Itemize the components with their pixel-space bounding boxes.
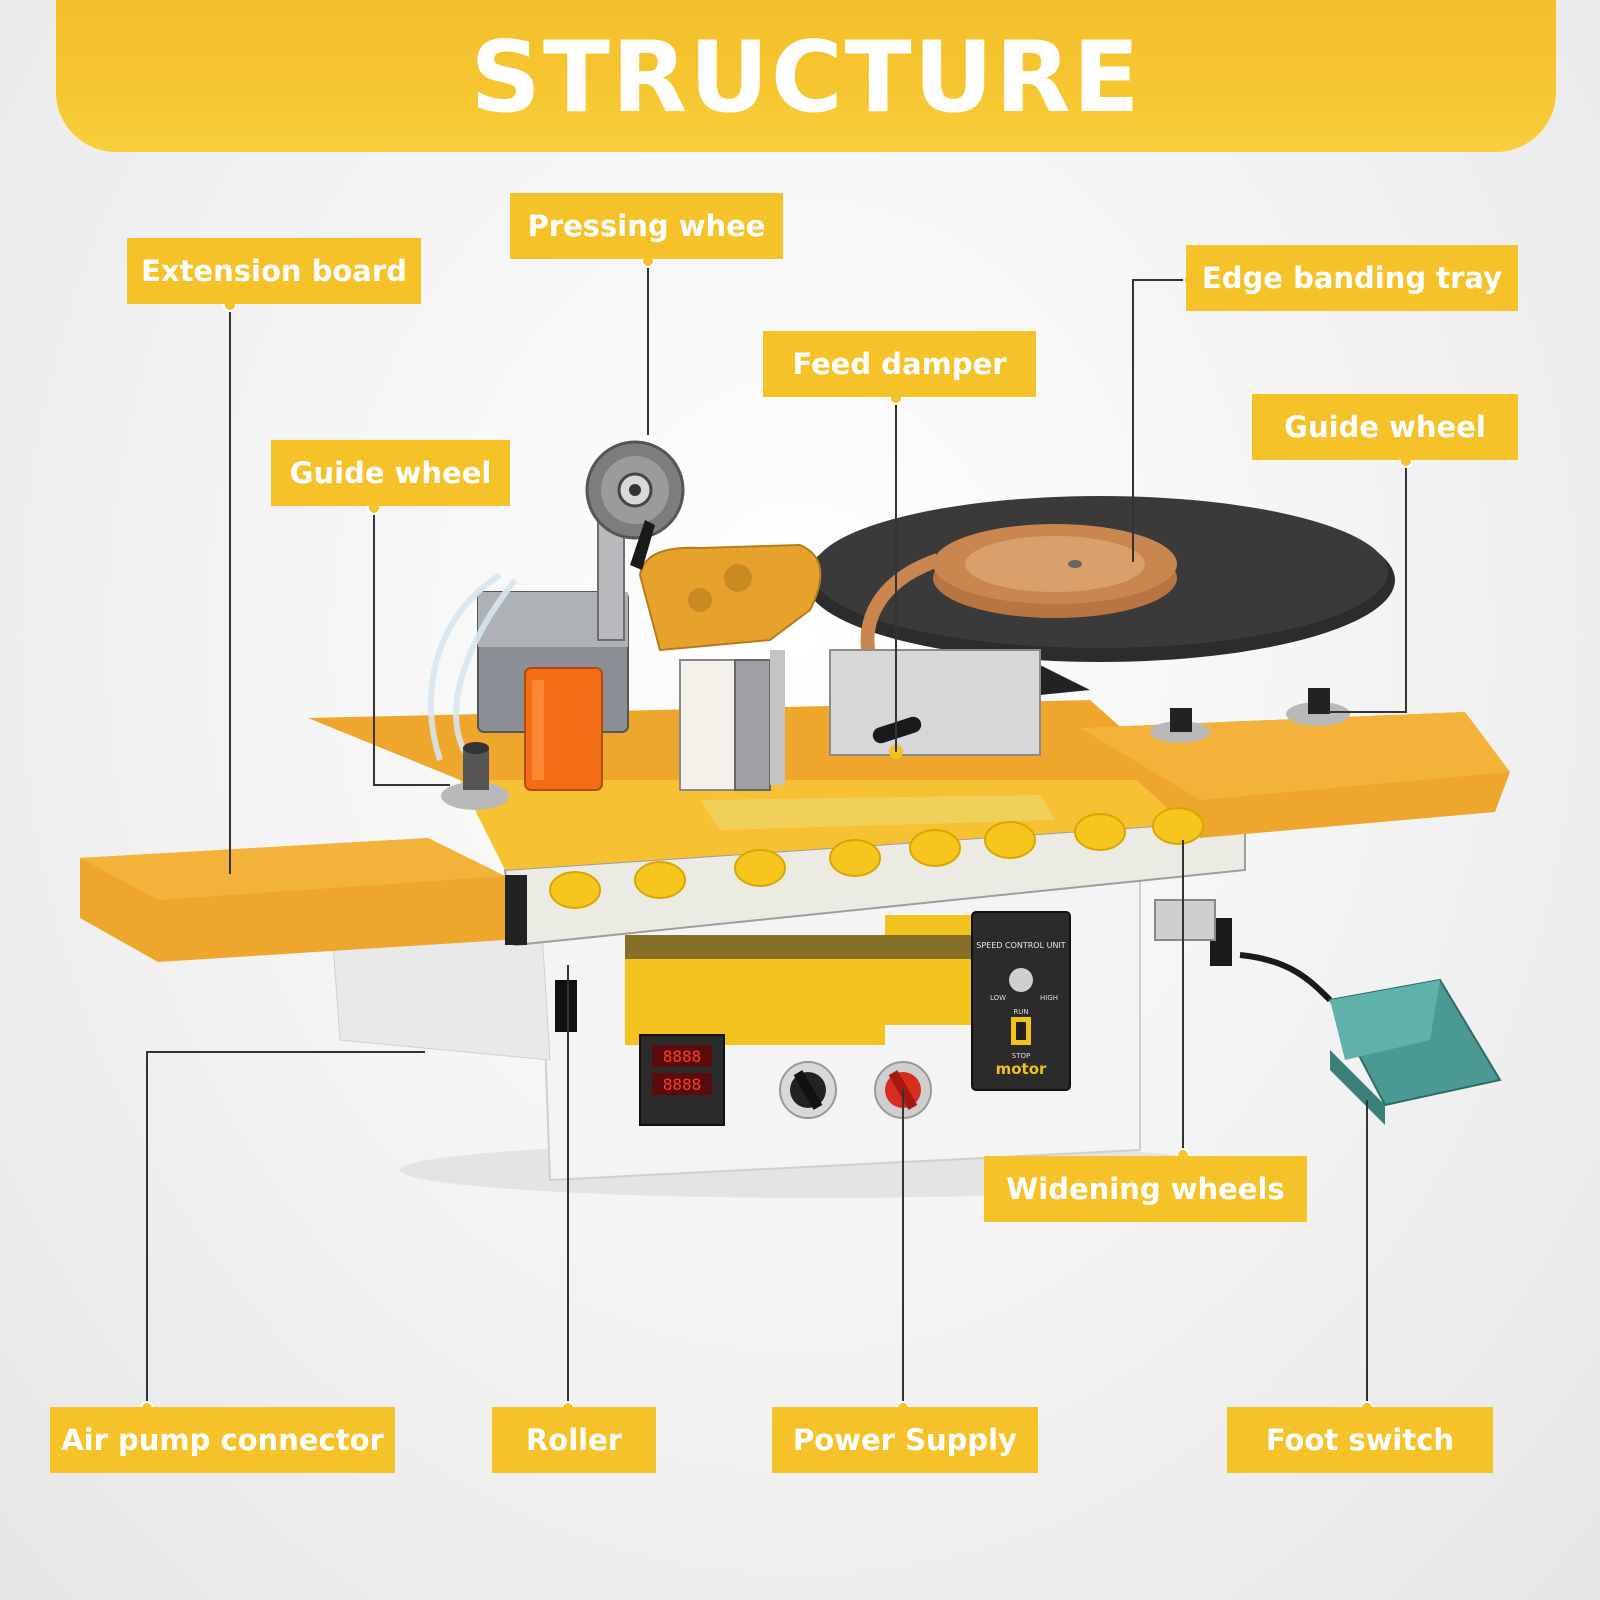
label-power-supply: Power Supply [772, 1407, 1038, 1473]
label-guide-wheel-right: Guide wheel [1252, 394, 1518, 460]
svg-text:LOW: LOW [990, 994, 1006, 1002]
guide-wheel-right-part [1150, 688, 1350, 743]
label-guide-wheel-left: Guide wheel [271, 440, 510, 506]
guide-wheel-left-part [441, 742, 509, 810]
header-banner: STRUCTURE [56, 0, 1556, 152]
feed-damper-block [829, 649, 1041, 756]
page-title: STRUCTURE [470, 21, 1142, 135]
label-roller: Roller [492, 1407, 656, 1473]
roller-glue-pot [524, 667, 603, 791]
label-edge-banding-tray: Edge banding tray [1186, 245, 1518, 311]
roller-clamp [555, 980, 577, 1032]
temp-display-bottom: 8888 [663, 1075, 702, 1094]
label-extension-board: Extension board [127, 238, 421, 304]
svg-text:SPEED CONTROL UNIT: SPEED CONTROL UNIT [976, 941, 1066, 950]
glue-head-cover [638, 543, 822, 652]
speed-control-unit [971, 911, 1071, 1091]
temp-display-top: 8888 [663, 1047, 702, 1066]
label-foot-switch: Foot switch [1227, 1407, 1493, 1473]
svg-text:HIGH: HIGH [1040, 994, 1058, 1002]
label-widening-wheels: Widening wheels [984, 1156, 1307, 1222]
svg-text:STOP: STOP [1012, 1052, 1030, 1060]
label-pressing-wheel: Pressing whee [510, 193, 783, 259]
svg-text:RUN: RUN [1013, 1008, 1028, 1016]
label-feed-damper: Feed damper [763, 331, 1036, 397]
svg-text:motor: motor [996, 1060, 1047, 1078]
label-air-pump-connector: Air pump connector [50, 1407, 395, 1473]
